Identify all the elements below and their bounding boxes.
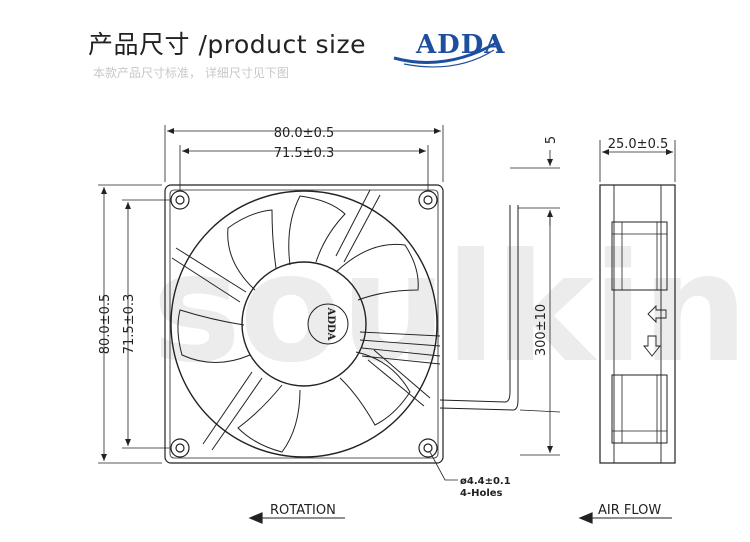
fan-frame-inner xyxy=(169,189,439,459)
label-height-hole: 71.5±0.3 xyxy=(122,294,137,355)
label-hole-spec-2: 4-Holes xyxy=(460,488,503,499)
airflow-arrow-icon xyxy=(578,512,593,524)
page-subtitle: 本款产品尺寸标准， 详细尺寸见下图 xyxy=(93,66,289,80)
label-hole-spec-1: ø4.4±0.1 xyxy=(460,476,511,487)
cable-channel xyxy=(359,331,441,365)
watermark: soulking xyxy=(152,222,750,396)
fan-shroud-circle xyxy=(170,190,438,458)
page-title: 产品尺寸 /product size xyxy=(88,25,366,61)
mounting-hole-bottom-left xyxy=(170,438,190,458)
mounting-hole-bottom-right xyxy=(418,438,438,458)
caption-rotation: ROTATION xyxy=(270,503,336,518)
hub-logo-text: ADDA xyxy=(325,307,336,341)
label-cable-offset: 5 xyxy=(544,136,559,144)
logo-swoosh-icon xyxy=(393,40,499,68)
title-cn: 产品尺寸 xyxy=(88,30,191,59)
fan-hub xyxy=(241,261,367,387)
hole-spec-leader xyxy=(429,451,458,481)
side-view-frame xyxy=(599,184,676,464)
side-arrow-down-icon xyxy=(643,335,661,357)
side-view-boss-top xyxy=(611,221,668,291)
logo-text: ADDA xyxy=(416,30,506,60)
fan-frame-outer xyxy=(164,184,444,464)
label-depth: 25.0±0.5 xyxy=(608,137,669,152)
label-height-outer: 80.0±0.5 xyxy=(98,294,113,355)
brand-logo: ADDA xyxy=(386,20,506,70)
fan-cable xyxy=(439,205,519,411)
title-en: /product size xyxy=(198,30,366,59)
label-width-hole: 71.5±0.3 xyxy=(274,146,335,161)
fan-blades xyxy=(177,195,419,453)
label-cable-length: 300±10 xyxy=(534,304,549,356)
label-width-outer: 80.0±0.5 xyxy=(274,126,335,141)
hub-logo-ring xyxy=(307,303,349,345)
mounting-hole-top-left xyxy=(170,190,190,210)
side-view-boss-bottom xyxy=(611,374,668,444)
mounting-hole-top-right xyxy=(418,190,438,210)
caption-air-flow: AIR FLOW xyxy=(598,503,661,518)
rotation-arrow-icon xyxy=(248,512,263,524)
side-arrow-left-icon xyxy=(647,304,667,324)
